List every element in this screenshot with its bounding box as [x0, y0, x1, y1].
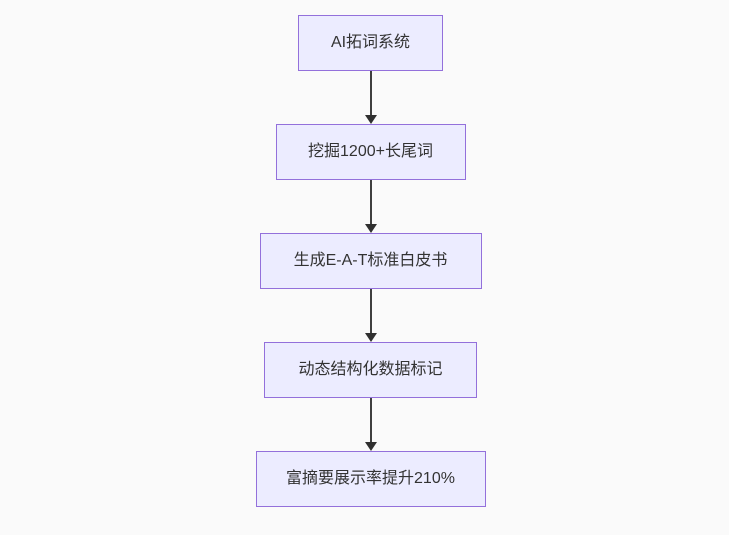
arrow-line — [369, 180, 372, 225]
node-label: 动态结构化数据标记 — [298, 361, 443, 378]
arrow-line — [369, 289, 372, 334]
flow-node-rich-snippet-uplift: 富摘要展示率提升210% — [255, 451, 486, 507]
flow-edge-1 — [364, 71, 377, 124]
flow-node-eat-whitepaper: 生成E-A-T标准白皮书 — [259, 233, 482, 289]
flow-node-ai-keyword-system: AI拓词系统 — [298, 15, 443, 71]
flow-edge-4 — [364, 398, 377, 451]
flowchart: AI拓词系统 挖掘1200+长尾词 生成E-A-T标准白皮书 动态结构化数据标记 — [255, 15, 486, 507]
flow-edge-2 — [364, 180, 377, 233]
flow-edge-3 — [364, 289, 377, 342]
arrow-head-icon — [364, 333, 377, 342]
flow-node-longtail-mining: 挖掘1200+长尾词 — [275, 124, 466, 180]
arrow-head-icon — [364, 442, 377, 451]
arrow-line — [369, 398, 372, 443]
node-label: AI拓词系统 — [330, 34, 411, 51]
node-label: 富摘要展示率提升210% — [286, 470, 455, 487]
flow-node-structured-data-markup: 动态结构化数据标记 — [264, 342, 477, 398]
arrow-head-icon — [364, 115, 377, 124]
node-label: 生成E-A-T标准白皮书 — [293, 252, 448, 269]
node-label: 挖掘1200+长尾词 — [308, 143, 433, 160]
arrow-head-icon — [364, 224, 377, 233]
arrow-line — [369, 71, 372, 116]
